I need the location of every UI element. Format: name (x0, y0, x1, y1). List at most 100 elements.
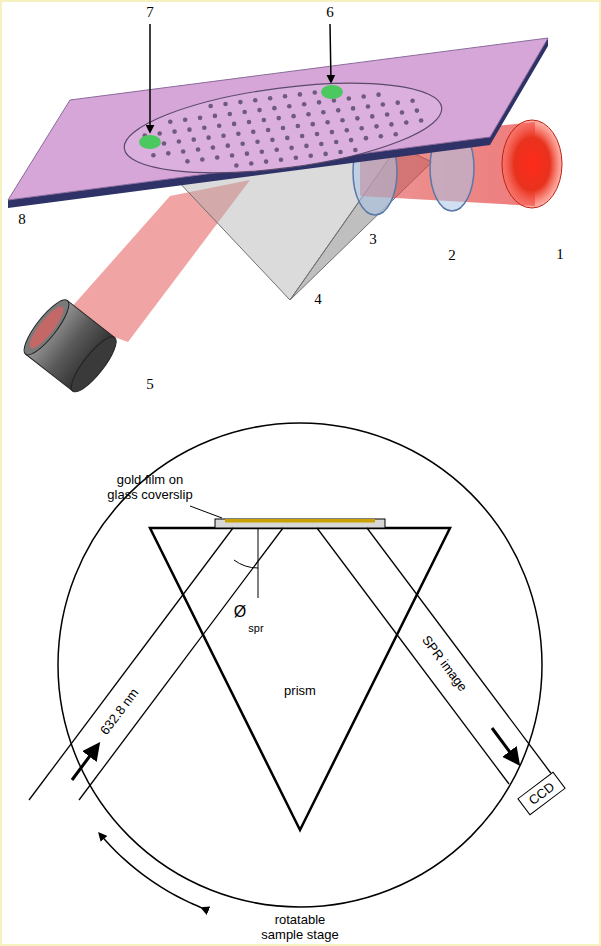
array-spot (317, 100, 322, 105)
light-source (502, 120, 562, 208)
array-spot (247, 120, 252, 125)
array-spot (395, 100, 400, 105)
array-spot (285, 136, 290, 141)
array-spot (376, 92, 381, 97)
array-spot (227, 112, 232, 117)
array-spot (287, 104, 292, 109)
callout-number: 2 (448, 247, 456, 264)
array-spot (400, 110, 405, 115)
array-spot (366, 104, 371, 109)
glass-coverslip (215, 519, 385, 528)
array-spot (196, 147, 201, 152)
array-spot (260, 149, 265, 154)
callout-number: 7 (146, 4, 154, 21)
array-spots (143, 88, 424, 168)
ccd-detector-box: CCD (517, 771, 566, 815)
beam-direction-arrow (72, 745, 98, 780)
array-spot (419, 118, 424, 123)
prism-shape: prism (150, 528, 450, 830)
array-spot (300, 134, 305, 139)
array-spot (302, 102, 307, 107)
array-spot (262, 118, 267, 123)
beam-edge (317, 528, 509, 784)
array-spot (151, 153, 156, 158)
array-spot (183, 117, 188, 122)
array-spot (198, 116, 203, 121)
prism-label: prism (284, 683, 316, 698)
beam-edge (79, 528, 283, 800)
array-spot (202, 125, 207, 130)
array-spot (238, 100, 243, 105)
reference-spot (139, 135, 161, 149)
array-spot (236, 131, 241, 136)
beam-edge (29, 528, 233, 800)
array-spot (270, 138, 275, 143)
array-spot (251, 130, 256, 135)
array-spot (334, 140, 339, 145)
array-spot (294, 155, 299, 160)
glass-slide (8, 38, 548, 200)
callout-number: 6 (326, 4, 334, 21)
array-spot (289, 146, 294, 151)
array-spot (213, 114, 218, 119)
array-spot (249, 161, 254, 166)
array-spot (268, 96, 273, 101)
array-spot (264, 159, 269, 164)
array-spot (310, 122, 315, 127)
array-spot (217, 124, 222, 129)
angle-symbol: Ø (234, 603, 246, 621)
array-spot (319, 142, 324, 147)
array-spot (393, 132, 398, 137)
array-spot (349, 138, 354, 143)
array-spot (312, 90, 317, 95)
callout-number: 3 (369, 231, 377, 248)
beam-edge (367, 528, 559, 784)
array-spot (279, 157, 284, 162)
array-spot (162, 141, 167, 146)
array-spot (381, 102, 386, 107)
array-spot (340, 118, 345, 123)
beam-label: SPR image (418, 633, 469, 694)
array-spot (255, 139, 260, 144)
callout-number: 5 (146, 376, 154, 393)
array-spot (296, 124, 301, 129)
array-spot (168, 119, 173, 124)
array-spot (166, 151, 171, 156)
array-spot (253, 98, 258, 103)
leader-line (190, 506, 222, 518)
array-spot (321, 110, 326, 115)
array-spot (157, 131, 162, 136)
wavelength-label: 632.8 nm (98, 686, 143, 738)
array-spot (364, 136, 369, 141)
array-spot (257, 108, 262, 113)
array-spot (379, 134, 384, 139)
array-spot (234, 163, 239, 168)
array-spot (323, 152, 328, 157)
angle-subscript: spr (248, 622, 263, 635)
array-spot (370, 114, 375, 119)
array-spot (385, 112, 390, 117)
array-spot (336, 108, 341, 113)
array-spot (274, 147, 279, 152)
array-spot (410, 98, 415, 103)
sensor-area (119, 68, 447, 189)
array-spot (245, 151, 250, 156)
array-spot (308, 154, 313, 159)
array-spot (225, 143, 230, 148)
array-spot (221, 133, 226, 138)
array-spot (344, 128, 349, 133)
array-spot (283, 94, 288, 99)
stage-label: rotatable sample stage (255, 913, 345, 943)
array-spot (200, 157, 205, 162)
array-spot (389, 122, 394, 127)
array-spot (232, 122, 237, 127)
array-spot (298, 92, 303, 97)
callout-number: 4 (314, 291, 322, 308)
callout-number: 1 (556, 246, 564, 263)
array-spot (206, 135, 211, 140)
array-spot (325, 120, 330, 125)
array-spot (208, 104, 213, 109)
array-spot (240, 141, 245, 146)
